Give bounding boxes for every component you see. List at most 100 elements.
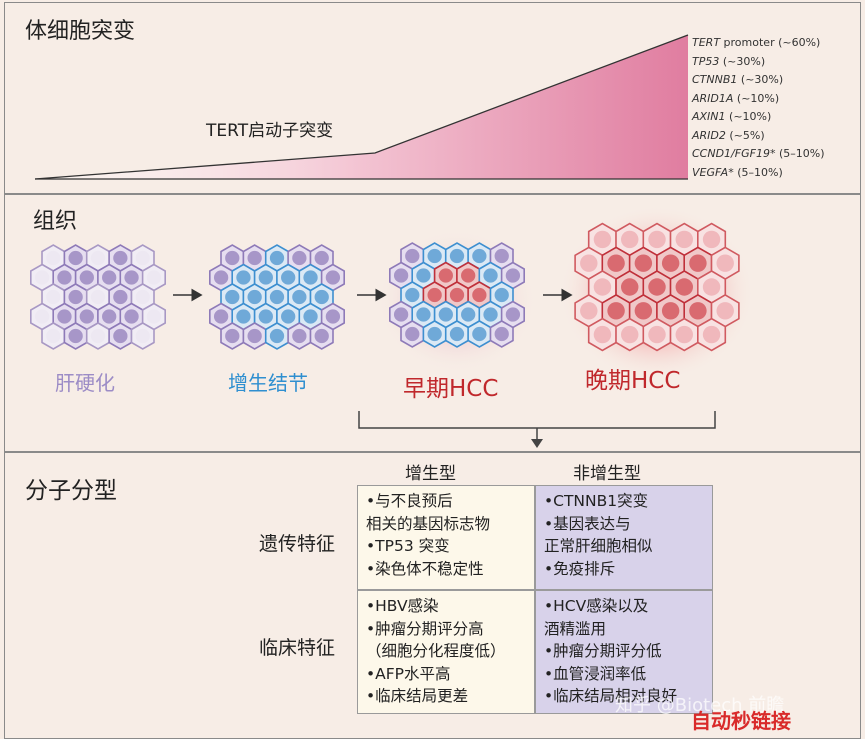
trait-line: （细胞分化程度低）: [366, 642, 506, 660]
cell-nucleus: [113, 250, 128, 266]
cell-nucleus: [427, 326, 442, 342]
cell-nucleus: [702, 278, 721, 296]
cell-nucleus: [416, 268, 431, 283]
cell-nucleus: [247, 328, 262, 344]
tissue-title: 组织: [33, 209, 78, 234]
cell-nucleus: [648, 325, 666, 344]
cell-clinical-proliferative: •HBV感染•肿瘤分期评分高 （细胞分化程度低）•AFP水平高•临床结局更差: [357, 590, 535, 714]
tissue-panel: 组织 肝硬化 增生结节 早期HCC 晚期HCC: [4, 194, 861, 452]
cell-nucleus: [46, 328, 61, 344]
cell-nucleus: [472, 248, 487, 264]
bracket-arrowhead: [531, 439, 543, 448]
cell-nucleus: [393, 268, 409, 283]
trait-line: •临床结局更差: [366, 687, 469, 705]
trait-line: 正常肝细胞相似: [544, 537, 653, 555]
cell-nucleus: [314, 328, 329, 344]
tert-promoter-label: TERT启动子突变: [206, 121, 334, 141]
cell-nucleus: [689, 254, 707, 272]
cell-nucleus: [102, 309, 117, 324]
mutation-frequency: (~10%): [733, 91, 780, 105]
cell-nucleus: [393, 307, 409, 322]
cell-nucleus: [57, 309, 72, 324]
cell-nucleus: [438, 307, 453, 322]
watermark-text: 知乎 @Biotech 前瞻: [615, 695, 785, 716]
trait-line: 酒精滥用: [544, 619, 607, 638]
cell-nucleus: [472, 287, 487, 303]
column-header-nonproliferative: 非增生型: [573, 464, 641, 484]
column-header-proliferative: 增生型: [405, 464, 456, 484]
cell-nucleus: [213, 309, 229, 324]
cell-nucleus: [292, 250, 307, 266]
cell-nucleus: [213, 270, 229, 285]
cell-nucleus: [325, 270, 341, 285]
cell-nucleus: [494, 326, 509, 342]
cell-nucleus: [34, 270, 50, 285]
cell-nucleus: [247, 289, 262, 305]
cell-nucleus: [102, 270, 117, 285]
cell-nucleus: [146, 270, 162, 285]
cell-nucleus: [661, 302, 680, 320]
cell-nucleus: [494, 248, 509, 264]
cell-nucleus: [634, 302, 653, 320]
cell-nucleus: [135, 250, 150, 266]
cell-nucleus: [269, 250, 285, 266]
cell-nucleus: [314, 250, 329, 266]
cell-nucleus: [314, 289, 329, 305]
trait-line: •CTNNB1突变: [544, 492, 649, 510]
cell-nucleus: [68, 289, 83, 305]
trait-line: •基因表达与: [544, 514, 631, 533]
molecular-panel: 分子分型 增生型 非增生型 遗传特征 临床特征 •与不良预后 相关的基因标志物•…: [4, 452, 861, 739]
mutation-item: CCND1/FGF19* (5–10%): [692, 145, 824, 164]
cell-nucleus: [303, 270, 318, 285]
mutation-item: CTNNB1 (~30%): [692, 71, 824, 90]
cell-clinical-nonproliferative: •HCV感染以及 酒精滥用•肿瘤分期评分低•血管浸润率低•临床结局相对良好: [535, 590, 713, 714]
mutation-gene: TP53: [692, 54, 720, 68]
cell-nucleus: [57, 270, 72, 285]
mutation-wedge: [34, 34, 689, 180]
cell-nucleus: [620, 278, 639, 296]
cell-nucleus: [483, 307, 498, 322]
cell-nucleus: [46, 289, 61, 305]
cell-nucleus: [236, 270, 251, 285]
cell-nucleus: [461, 307, 476, 322]
cell-nucleus: [225, 250, 240, 266]
mutation-frequency: (~60%): [774, 36, 821, 49]
trait-line: •肿瘤分期评分高: [366, 619, 484, 638]
cell-nucleus: [68, 328, 83, 344]
trait-line: •肿瘤分期评分低: [544, 642, 662, 660]
cell-nucleus: [292, 328, 307, 344]
cell-nucleus: [68, 250, 83, 266]
cell-nucleus: [405, 287, 420, 303]
cell-nucleus: [607, 254, 625, 272]
cell-nucleus: [505, 268, 521, 283]
cell-nucleus: [113, 328, 128, 344]
cell-nucleus: [438, 268, 453, 283]
cell-nucleus: [505, 307, 521, 322]
cell-nucleus: [427, 248, 442, 264]
cell-nucleus: [449, 248, 465, 264]
cell-genetic-proliferative: •与不良预后 相关的基因标志物•TP53 突变•染色体不稳定性: [357, 485, 535, 590]
trait-line: •染色体不稳定性: [366, 559, 484, 578]
cell-nucleus: [90, 250, 106, 266]
cluster-advanced-hcc: [559, 205, 755, 381]
mutation-gene: ARID1A: [692, 91, 734, 105]
cell-nucleus: [146, 309, 162, 324]
mutation-frequency: (~30%): [719, 54, 766, 68]
cell-nucleus: [689, 302, 707, 320]
cluster-early-hcc: [377, 229, 537, 373]
mutation-gene: ARID2: [692, 128, 726, 142]
mutation-frequency: (~5%): [725, 128, 765, 142]
trait-line: •血管浸润率低: [544, 664, 647, 683]
mutation-item: VEGFA* (5–10%): [692, 164, 824, 183]
cell-nucleus: [225, 289, 240, 305]
cell-nucleus: [281, 309, 296, 324]
cell-nucleus: [716, 254, 734, 272]
mutation-gene-suffix: promoter: [720, 36, 775, 49]
cell-nucleus: [483, 268, 498, 283]
cell-nucleus: [281, 270, 296, 285]
mutation-item: TP53 (~30%): [692, 53, 824, 72]
cell-nucleus: [46, 250, 61, 266]
somatic-title: 体细胞突变: [25, 19, 136, 44]
cell-nucleus: [90, 328, 106, 344]
cell-nucleus: [247, 250, 262, 266]
